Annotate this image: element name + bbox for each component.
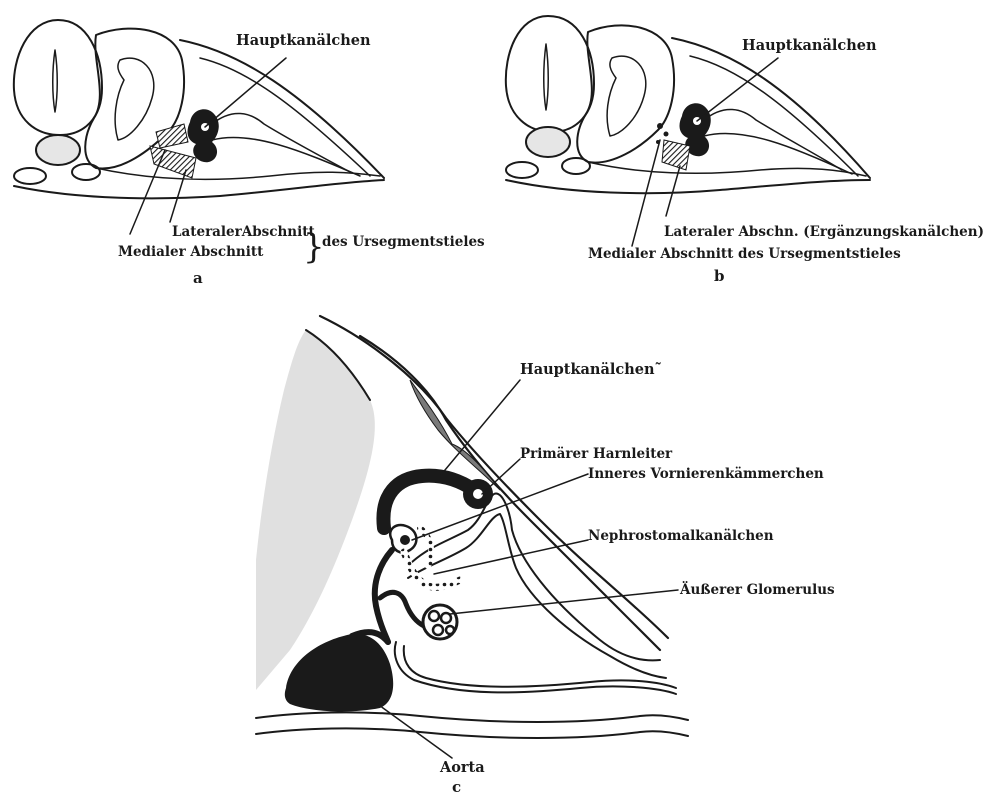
- label-hauptkanaelchen-b: Hauptkanälchen: [742, 37, 877, 54]
- lateral-segment-a: [156, 124, 188, 148]
- body-wall-a-2: [96, 168, 380, 179]
- notochord-a: [36, 135, 80, 165]
- hauptkanaelchen-arch-c: [383, 476, 474, 528]
- label-des-ursegmentstieles-a: des Ursegmentstieles: [322, 234, 485, 250]
- somite-cavity-b: [607, 56, 646, 136]
- label-lateraler-abschnitt-b: Lateraler Abschn. (Ergänzungskanälchen): [664, 224, 984, 240]
- neural-canal-b: [544, 44, 549, 110]
- panel-a-drawing: [14, 20, 384, 234]
- body-wall-b-4: [690, 56, 858, 176]
- body-wall-a-5: [212, 137, 360, 176]
- panel-letter-a: a: [193, 269, 203, 287]
- label-primaerer-harnleiter-c: Primärer Harnleiter: [520, 446, 673, 462]
- label-lateraler-abschnitt-a: LateralerAbschnitt: [172, 224, 315, 240]
- label-aorta-c: Aorta: [439, 759, 485, 776]
- label-medialer-abschnitt-b: Medialer Abschnitt des Ursegmentstieles: [588, 246, 901, 262]
- label-hauptkanaelchen-c: Hauptkanälchen˜: [520, 361, 662, 378]
- label-hauptkanaelchen-a: Hauptkanälchen: [236, 32, 371, 49]
- lower-wall-c-2: [404, 646, 676, 688]
- vessel-a-2: [72, 164, 100, 180]
- stalk-branch-c: [380, 592, 424, 626]
- notochord-b: [526, 127, 570, 157]
- label-inneres-kaemmerchen-c: Inneres Vornierenkämmerchen: [588, 466, 824, 482]
- neural-tube-b: [506, 16, 594, 132]
- bottom-wall-c-1: [256, 712, 688, 722]
- vessel-a-1: [14, 168, 46, 184]
- body-wall-a-1: [14, 180, 384, 198]
- neural-canal-a: [53, 50, 58, 112]
- body-wall-a-4: [200, 58, 370, 176]
- hauptkanaelchen-tubule-a: [188, 109, 219, 162]
- bottom-wall-c-2: [256, 728, 688, 738]
- leader-hauptkanaelchen-b: [697, 58, 778, 121]
- somite-a: [85, 29, 184, 169]
- vessel-b-1: [506, 162, 538, 178]
- somite-cavity-a: [115, 58, 154, 140]
- ergaenzung-dot-b-2: [664, 132, 669, 137]
- body-wall-b-2: [588, 162, 866, 176]
- leader-kaemmerchen-c: [412, 474, 588, 540]
- leader-hauptkanaelchen-a: [205, 58, 286, 127]
- label-aeusserer-glomerulus-c: Äußerer Glomerulus: [679, 582, 835, 598]
- leader-lateral-a: [130, 150, 165, 234]
- label-medialer-abschnitt-a: Medialer Abschnitt: [118, 244, 264, 260]
- leader-nephrostomal-c: [434, 540, 588, 574]
- medial-segment-a: [150, 146, 196, 178]
- body-wall-b-5: [704, 133, 852, 174]
- panel-letter-b: b: [714, 267, 725, 285]
- leader-glomerulus-c: [450, 590, 678, 614]
- label-nephrostomalkanaelchen-c: Nephrostomalkanälchen: [588, 528, 774, 544]
- inneres-kaemmerchen-core-c: [400, 535, 410, 545]
- aorta-c: [285, 634, 393, 712]
- ergaenzung-dot-b-1: [657, 123, 663, 129]
- body-wall-b-1: [506, 180, 870, 193]
- panel-letter-c: c: [452, 778, 461, 795]
